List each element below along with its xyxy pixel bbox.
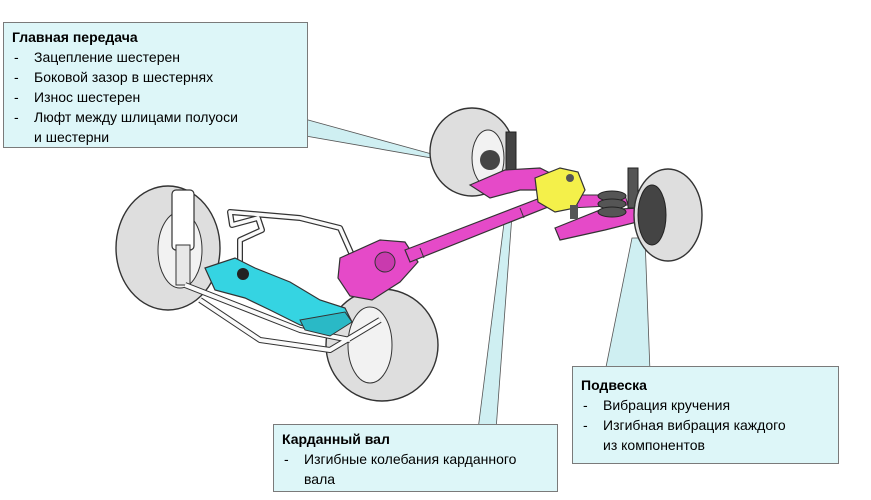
- suspension-title: Подвеска: [581, 377, 647, 393]
- final-drive-list: Зацепление шестерен Боковой зазор в шест…: [12, 47, 299, 147]
- final-drive-callout: Главная передача Зацепление шестерен Бок…: [3, 22, 308, 148]
- suspension-item: Изгибная вибрация каждого из компонентов: [581, 415, 830, 455]
- final-drive: [534, 167, 586, 219]
- final-drive-item: Люфт между шлицами полуоси и шестерни: [12, 107, 299, 147]
- engine-transmission: [204, 257, 353, 337]
- suspension-list: Вибрация кручения Изгибная вибрация кажд…: [581, 395, 830, 455]
- rear-coil-spring: [597, 190, 627, 218]
- front-shock-absorber: [171, 189, 195, 286]
- suspension-pointer: [604, 237, 651, 373]
- propeller-shaft-list: Изгибные колебания карданного вала: [282, 449, 549, 489]
- rear-left-shock: [505, 131, 517, 171]
- rear-left-wheel: [429, 107, 515, 197]
- propeller-shaft-callout: Карданный вал Изгибные колебания карданн…: [273, 424, 558, 492]
- propeller-shaft-item: Изгибные колебания карданного вала: [282, 449, 549, 489]
- suspension-callout: Подвеска Вибрация кручения Изгибная вибр…: [572, 366, 839, 464]
- final-drive-title: Главная передача: [12, 29, 138, 45]
- final-drive-item: Боковой зазор в шестернях: [12, 67, 299, 87]
- final-drive-item: Износ шестерен: [12, 87, 299, 107]
- suspension-item: Вибрация кручения: [581, 395, 830, 415]
- final-drive-item: Зацепление шестерен: [12, 47, 299, 67]
- propeller-shaft-pointer: [477, 214, 513, 431]
- transfer-case: [337, 239, 419, 301]
- front-right-wheel: [325, 288, 439, 402]
- rear-right-shock: [627, 167, 639, 209]
- propeller-shaft: [404, 194, 554, 263]
- rear-right-wheel: [633, 168, 703, 262]
- propeller-shaft-title: Карданный вал: [282, 431, 390, 447]
